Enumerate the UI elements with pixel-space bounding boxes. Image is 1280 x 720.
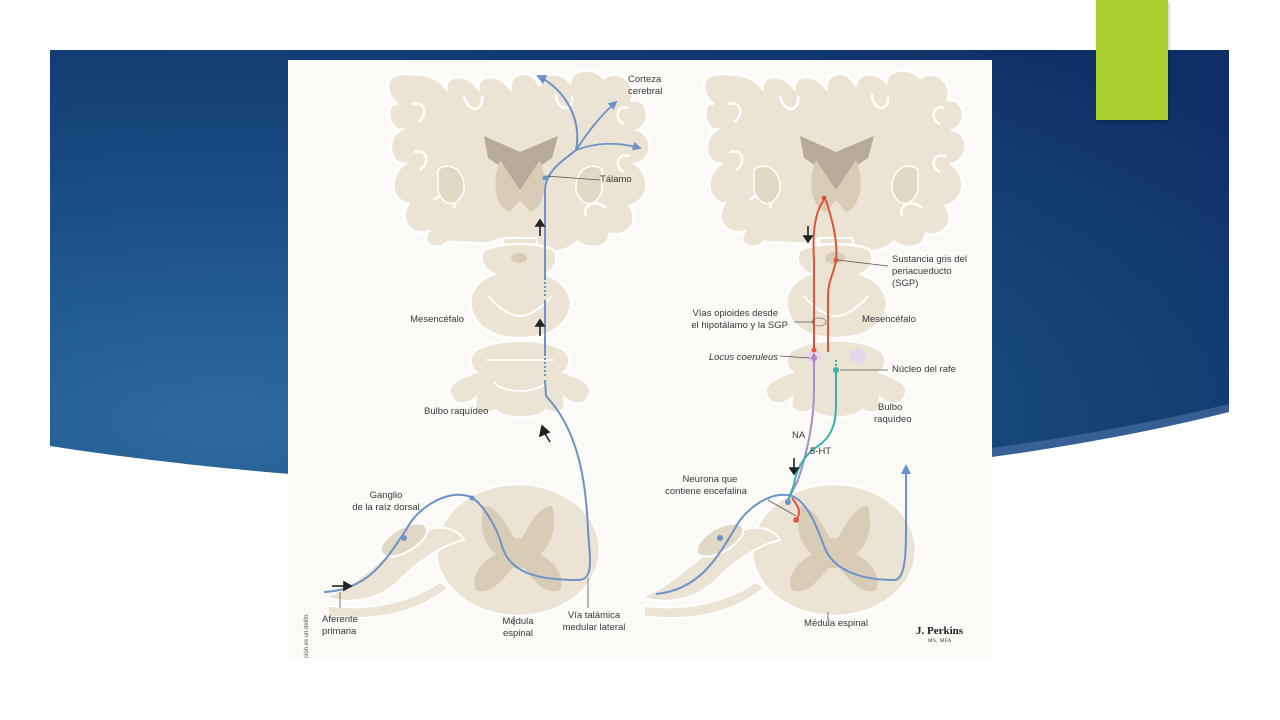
pain-pathways-figure: Corteza cerebral Tálamo Mesencéfalo Bulb…: [288, 60, 992, 658]
left-ascending-pathway: [323, 75, 642, 593]
label-bulbo-right-1: Bulbo: [878, 402, 902, 413]
label-sgp-3: (SGP): [892, 278, 918, 289]
serotonin-pathway: [787, 360, 839, 503]
label-vias-2: el hipotálamo y la SGP: [691, 320, 788, 331]
label-rafe: Núcleo del rafe: [892, 364, 956, 375]
label-ganglio-1: Ganglio: [370, 490, 403, 501]
label-corteza-1: Corteza: [628, 74, 662, 85]
label-neurona-2: contiene encefalina: [665, 486, 748, 497]
label-vias-1: Vías opioides desde: [692, 308, 778, 319]
label-bulbo-right-2: raquídeo: [874, 414, 912, 425]
left-spinal-cord: [327, 482, 602, 619]
left-medulla: [448, 339, 592, 419]
side-copyright-note: ción es un delito.: [304, 613, 310, 658]
label-sgp-1: Sustancia gris del: [892, 254, 967, 265]
left-direction-arrows: [332, 218, 551, 592]
label-via-1: Vía talámica: [568, 610, 621, 621]
signature-name: J. Perkins: [916, 625, 964, 637]
label-medula-right: Médula espinal: [804, 618, 868, 629]
right-panel: Sustancia gris del periacueducto (SGP) V…: [643, 68, 968, 644]
signature-degree: MS, MFA: [928, 639, 952, 644]
label-bulbo-left: Bulbo raquídeo: [424, 406, 488, 417]
label-via-2: medular lateral: [563, 622, 626, 633]
label-na: NA: [792, 430, 806, 441]
label-aferente-2: primaria: [322, 626, 357, 637]
label-ganglio-2: de la raíz dorsal: [352, 502, 420, 513]
label-aferente-1: Aferente: [322, 614, 358, 625]
right-direction-arrows: [788, 226, 814, 476]
left-panel: Corteza cerebral Tálamo Mesencéfalo Bulb…: [322, 68, 662, 639]
right-midbrain: [785, 242, 889, 340]
label-medula-1: Médula: [502, 616, 534, 627]
label-neurona-1: Neurona que: [683, 474, 738, 485]
right-ascending-pathway: [655, 464, 911, 595]
label-talamo: Tálamo: [600, 174, 632, 185]
label-sgp-2: periacueducto: [892, 266, 952, 277]
label-medula-2: espinal: [503, 628, 533, 639]
left-midbrain: [469, 242, 573, 340]
label-corteza-2: cerebral: [628, 86, 662, 97]
label-mesencefalo-left: Mesencéfalo: [410, 314, 464, 325]
right-spinal-cord: [643, 482, 918, 619]
label-mesencefalo-right: Mesencéfalo: [862, 314, 916, 325]
label-5ht: 5-HT: [810, 446, 831, 457]
label-locus: Locus coeruleus: [709, 352, 778, 363]
accent-bar: [1096, 0, 1168, 120]
